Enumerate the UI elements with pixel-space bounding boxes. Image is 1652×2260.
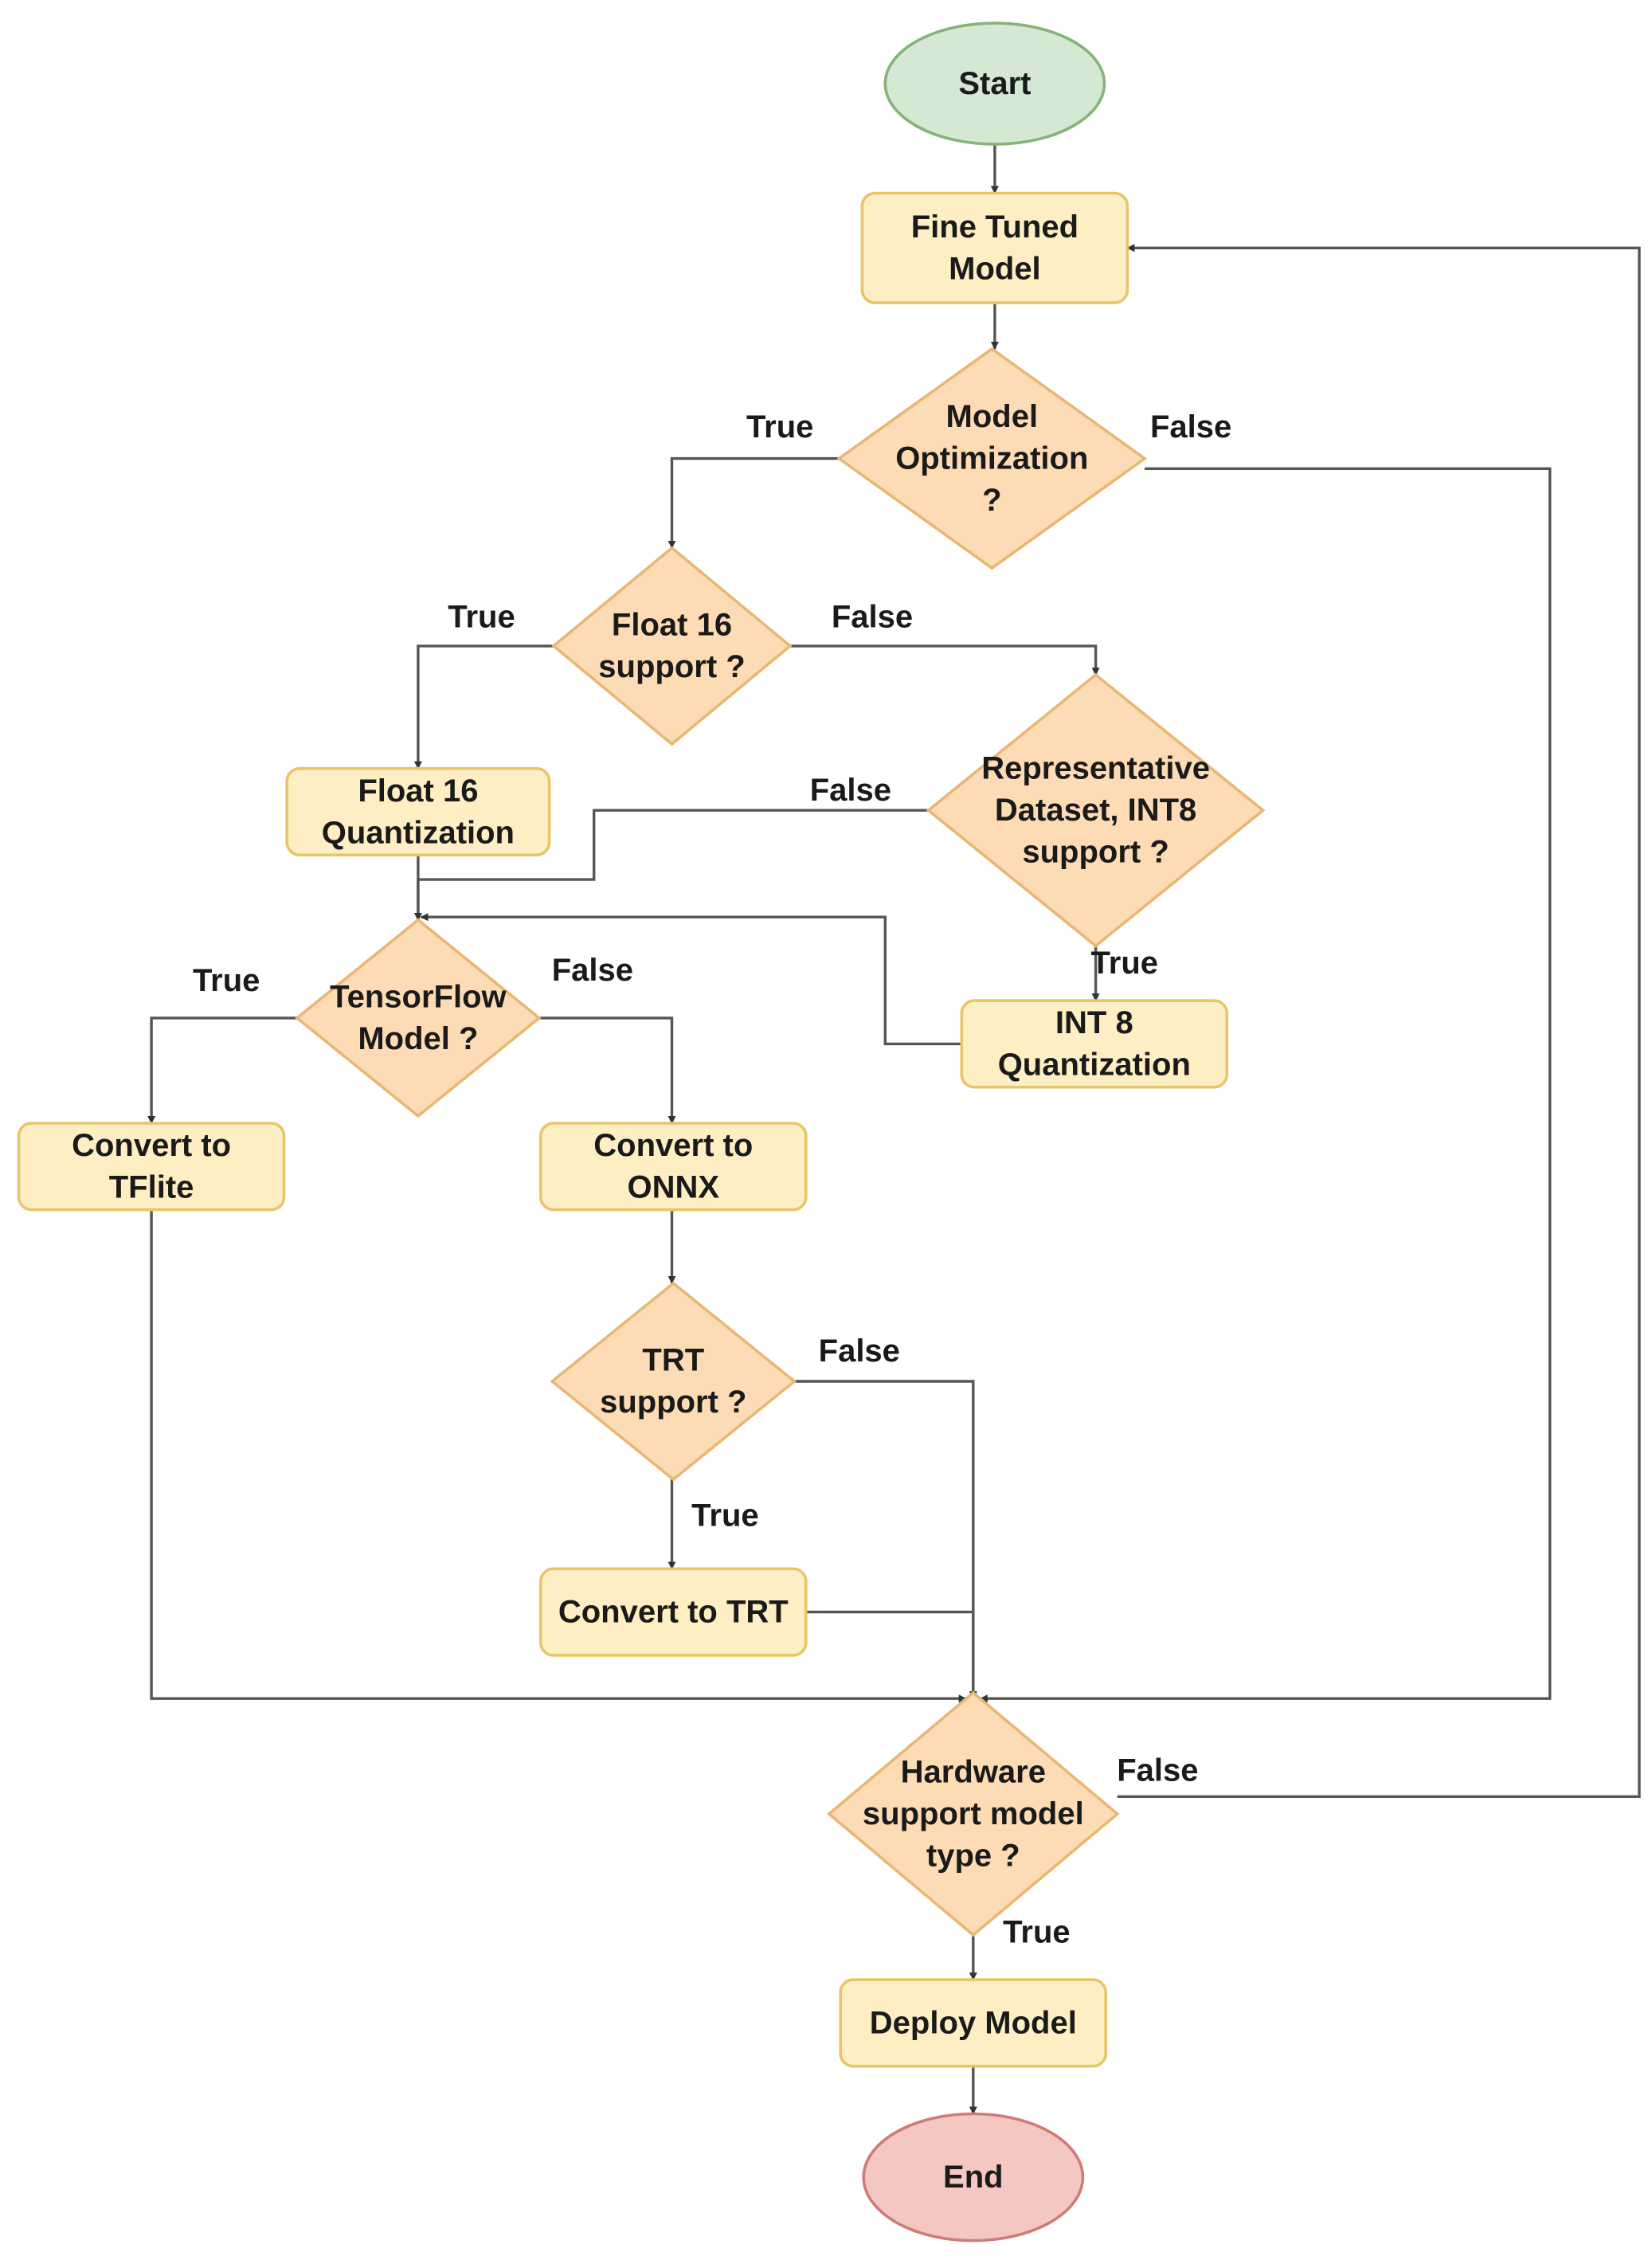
node-hardware-support-label-1: Hardware (901, 1755, 1046, 1790)
edge-convert-trt-to-hardware (805, 1610, 977, 1700)
edge-hardware-false (1117, 244, 1641, 1798)
edge-label-tf-false: False (552, 953, 633, 988)
node-fine-tuned-model-label-2: Model (949, 252, 1041, 287)
node-model-optimization-diamond (836, 347, 1148, 570)
node-trt-support-diamond (550, 1281, 797, 1482)
node-hardware-support-label-3: type ? (926, 1839, 1020, 1874)
node-deploy-model-box (839, 1978, 1107, 2068)
node-float16-support-diamond (551, 546, 793, 746)
node-float16-support-label-1: Float 16 (612, 608, 732, 643)
node-trt-support-label-2: support ? (600, 1385, 746, 1420)
node-float16-quantization-label-1: Float 16 (358, 774, 478, 809)
node-int8-quantization-label-1: INT 8 (1055, 1005, 1133, 1040)
edge-optimization-false (979, 467, 1552, 1703)
node-convert-trt: Convert to TRT (538, 1567, 808, 1657)
node-int8-quantization-label-2: Quantization (998, 1048, 1191, 1083)
node-convert-tflite-box (17, 1122, 286, 1212)
node-representative-dataset-label-3: support ? (1022, 835, 1169, 870)
edges-layer (147, 144, 1641, 2115)
edge-label-hw-false: False (1117, 1753, 1198, 1788)
node-convert-onnx-label-2: ONNX (628, 1170, 720, 1205)
node-convert-onnx: Convert to ONNX (538, 1122, 808, 1212)
node-float16-support-label-2: support ? (598, 649, 745, 684)
edge-label-opt-true: True (746, 409, 813, 445)
node-float16-quantization: Float 16 Quantization (285, 766, 551, 857)
node-trt-support-label-1: TRT (642, 1343, 704, 1378)
node-tensorflow-model-label-2: Model ? (358, 1021, 478, 1056)
edge-representative-false (413, 809, 929, 921)
node-convert-tflite-label-2: TFlite (109, 1170, 194, 1205)
node-float16-quantization-box (285, 766, 551, 857)
node-convert-onnx-label-1: Convert to (593, 1128, 753, 1163)
node-end-label-1: End (943, 2160, 1004, 2195)
node-representative-dataset-diamond (926, 672, 1266, 948)
edge-trt-false (794, 1380, 977, 1700)
node-hardware-support-label-2: support model (863, 1796, 1084, 1831)
node-model-optimization-label-3: ? (982, 483, 1001, 518)
node-start-ellipse (883, 22, 1106, 146)
node-hardware-support: Hardware support model type ? (827, 1690, 1120, 1937)
edge-tensorflow-true (147, 1016, 297, 1124)
node-hardware-support-diamond (827, 1690, 1120, 1937)
node-fine-tuned-model-label-1: Fine Tuned (911, 210, 1078, 245)
node-deploy-model-label-1: Deploy Model (870, 2005, 1077, 2040)
edge-optimization-true (667, 456, 840, 549)
node-convert-tflite: Convert to TFlite (17, 1122, 286, 1212)
edge-label-trt-false: False (819, 1334, 900, 1369)
edge-label-opt-false: False (1150, 409, 1231, 445)
node-start: Start (883, 22, 1106, 146)
edge-label-tf-true: True (193, 963, 260, 998)
node-model-optimization-label-1: Model (946, 399, 1039, 434)
node-int8-quantization: INT 8 Quantization (960, 999, 1229, 1089)
edge-tensorflow-false (538, 1016, 676, 1124)
node-float16-quantization-label-2: Quantization (322, 815, 515, 850)
node-start-label-1: Start (958, 66, 1031, 101)
node-trt-support: TRT support ? (550, 1281, 797, 1482)
edge-float16-false (789, 644, 1100, 676)
node-convert-tflite-label-1: Convert to (72, 1128, 231, 1163)
node-end-ellipse (862, 2112, 1085, 2242)
edge-float16-true (413, 644, 554, 770)
edge-int8-to-tensorflow (420, 913, 962, 1046)
edge-label-rep-true: True (1091, 946, 1158, 981)
node-deploy-model: Deploy Model (839, 1978, 1107, 2068)
node-int8-quantization-box (960, 999, 1229, 1089)
edge-label-hw-true: True (1003, 1914, 1070, 1949)
node-model-optimization-label-2: Optimization (895, 441, 1088, 476)
node-end: End (862, 2112, 1085, 2242)
node-representative-dataset-label-1: Representative (981, 751, 1210, 786)
edge-label-rep-false: False (810, 773, 891, 808)
edge-label-f16-false: False (832, 600, 913, 635)
node-float16-support: Float 16 support ? (551, 546, 793, 746)
node-convert-onnx-box (538, 1122, 808, 1212)
edge-label-trt-true: True (691, 1498, 758, 1533)
edge-label-f16-true: True (448, 600, 515, 635)
node-fine-tuned-model-box (860, 191, 1129, 304)
edge-tflite-to-hardware (150, 1209, 967, 1703)
node-tensorflow-model-label-1: TensorFlow (330, 980, 507, 1015)
node-representative-dataset-label-2: Dataset, INT8 (995, 793, 1196, 828)
node-convert-trt-box (538, 1567, 808, 1657)
node-tensorflow-model-diamond (295, 918, 542, 1118)
node-convert-trt-label-1: Convert to TRT (558, 1595, 789, 1630)
